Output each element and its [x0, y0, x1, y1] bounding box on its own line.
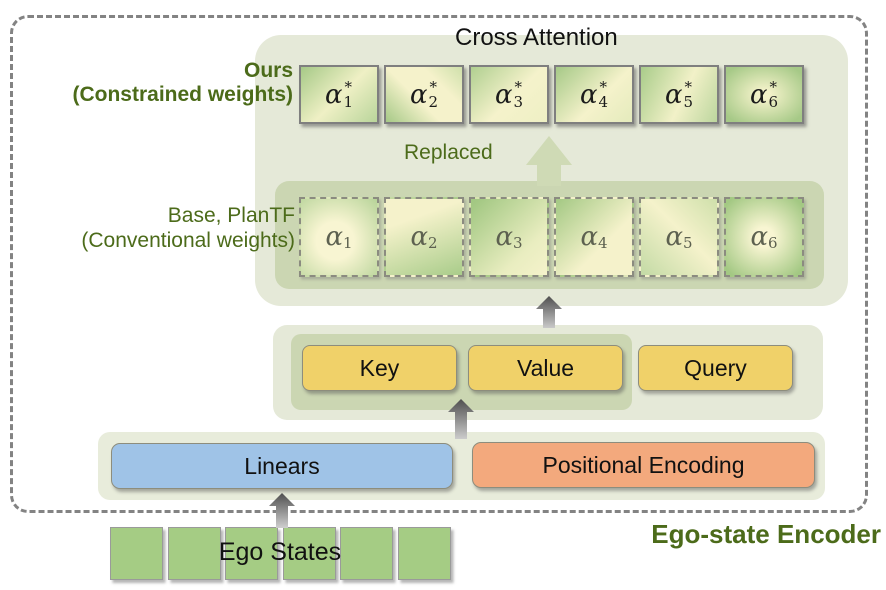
- replaced-up-arrow: [526, 136, 572, 186]
- alpha-symbol: α: [410, 222, 428, 252]
- script-stack: *2: [428, 77, 439, 111]
- subscript-index: 6: [768, 234, 778, 252]
- alpha-symbol: α: [409, 79, 428, 110]
- ego-states-label: Ego States: [218, 538, 342, 566]
- superscript-star: *: [684, 77, 693, 96]
- subscript-index: 4: [598, 234, 608, 252]
- script-stack: *3: [513, 77, 524, 111]
- subscript-index: 5: [683, 92, 694, 111]
- superscript-star: *: [599, 77, 608, 96]
- subscript-index: 3: [513, 234, 523, 252]
- alpha-symbol: α: [664, 79, 683, 110]
- alpha-symbol: α: [324, 79, 343, 110]
- constrained-weight-3: α*3: [469, 65, 549, 124]
- constrained-weight-5: α*5: [639, 65, 719, 124]
- subscript-index: 2: [428, 92, 439, 111]
- constrained-weight-2: α*2: [384, 65, 464, 124]
- alpha-symbol: α: [665, 222, 683, 252]
- constrained-weight-4: α*4: [554, 65, 634, 124]
- superscript-star: *: [429, 77, 438, 96]
- constrained-weight-6: α*6: [724, 65, 804, 124]
- subscript-index: 1: [343, 234, 353, 252]
- constrained-weights-label: Ours (Constrained weights): [6, 59, 293, 107]
- superscript-star: *: [769, 77, 778, 96]
- script-stack: *6: [768, 77, 779, 111]
- conventional-weights-label-line1: Base, PlanTF: [167, 204, 295, 227]
- key-box: Key: [302, 345, 457, 391]
- linears-box: Linears: [111, 443, 453, 489]
- constrained-weights-label-line2: (Constrained weights): [72, 83, 293, 106]
- alpha-symbol: α: [580, 222, 598, 252]
- constrained-weights-label-line1: Ours: [243, 59, 293, 82]
- up-arrow-to-linears: [269, 493, 295, 528]
- replaced-label: Replaced: [404, 141, 493, 164]
- conventional-weights-label-line2: (Conventional weights): [81, 229, 295, 252]
- positional-encoding-box: Positional Encoding: [472, 442, 815, 488]
- alpha-symbol: α: [579, 79, 598, 110]
- subscript-index: 4: [598, 92, 609, 111]
- subscript-index: 2: [428, 234, 438, 252]
- up-arrow-to-key-value: [448, 399, 474, 439]
- script-stack: *5: [683, 77, 694, 111]
- ego-state-cell: [168, 527, 221, 580]
- subscript-index: 5: [683, 234, 693, 252]
- alpha-symbol: α: [494, 79, 513, 110]
- cross-attention-title: Cross Attention: [455, 24, 618, 51]
- ego-state-cell: [110, 527, 163, 580]
- ego-state-cell: [340, 527, 393, 580]
- ego-state-cell: [398, 527, 451, 580]
- alpha-symbol: α: [495, 222, 513, 252]
- encoder-dashed-boundary: [10, 15, 868, 513]
- script-stack: *1: [343, 77, 354, 111]
- query-box: Query: [638, 345, 793, 391]
- constrained-weight-1: α*1: [299, 65, 379, 124]
- alpha-symbol: α: [325, 222, 343, 252]
- script-stack: *4: [598, 77, 609, 111]
- subscript-index: 6: [768, 92, 779, 111]
- up-arrow-to-weights: [536, 296, 562, 328]
- superscript-star: *: [514, 77, 523, 96]
- ego-state-cell: [225, 527, 278, 580]
- value-box: Value: [468, 345, 623, 391]
- superscript-star: *: [344, 77, 353, 96]
- ego-state-encoder-label: Ego-state Encoder: [651, 519, 881, 549]
- alpha-symbol: α: [750, 222, 768, 252]
- alpha-symbol: α: [749, 79, 768, 110]
- subscript-index: 1: [343, 92, 354, 111]
- ego-state-cell: [283, 527, 336, 580]
- subscript-index: 3: [513, 92, 524, 111]
- conventional-weights-label: Base, PlanTF (Conventional weights): [6, 203, 295, 253]
